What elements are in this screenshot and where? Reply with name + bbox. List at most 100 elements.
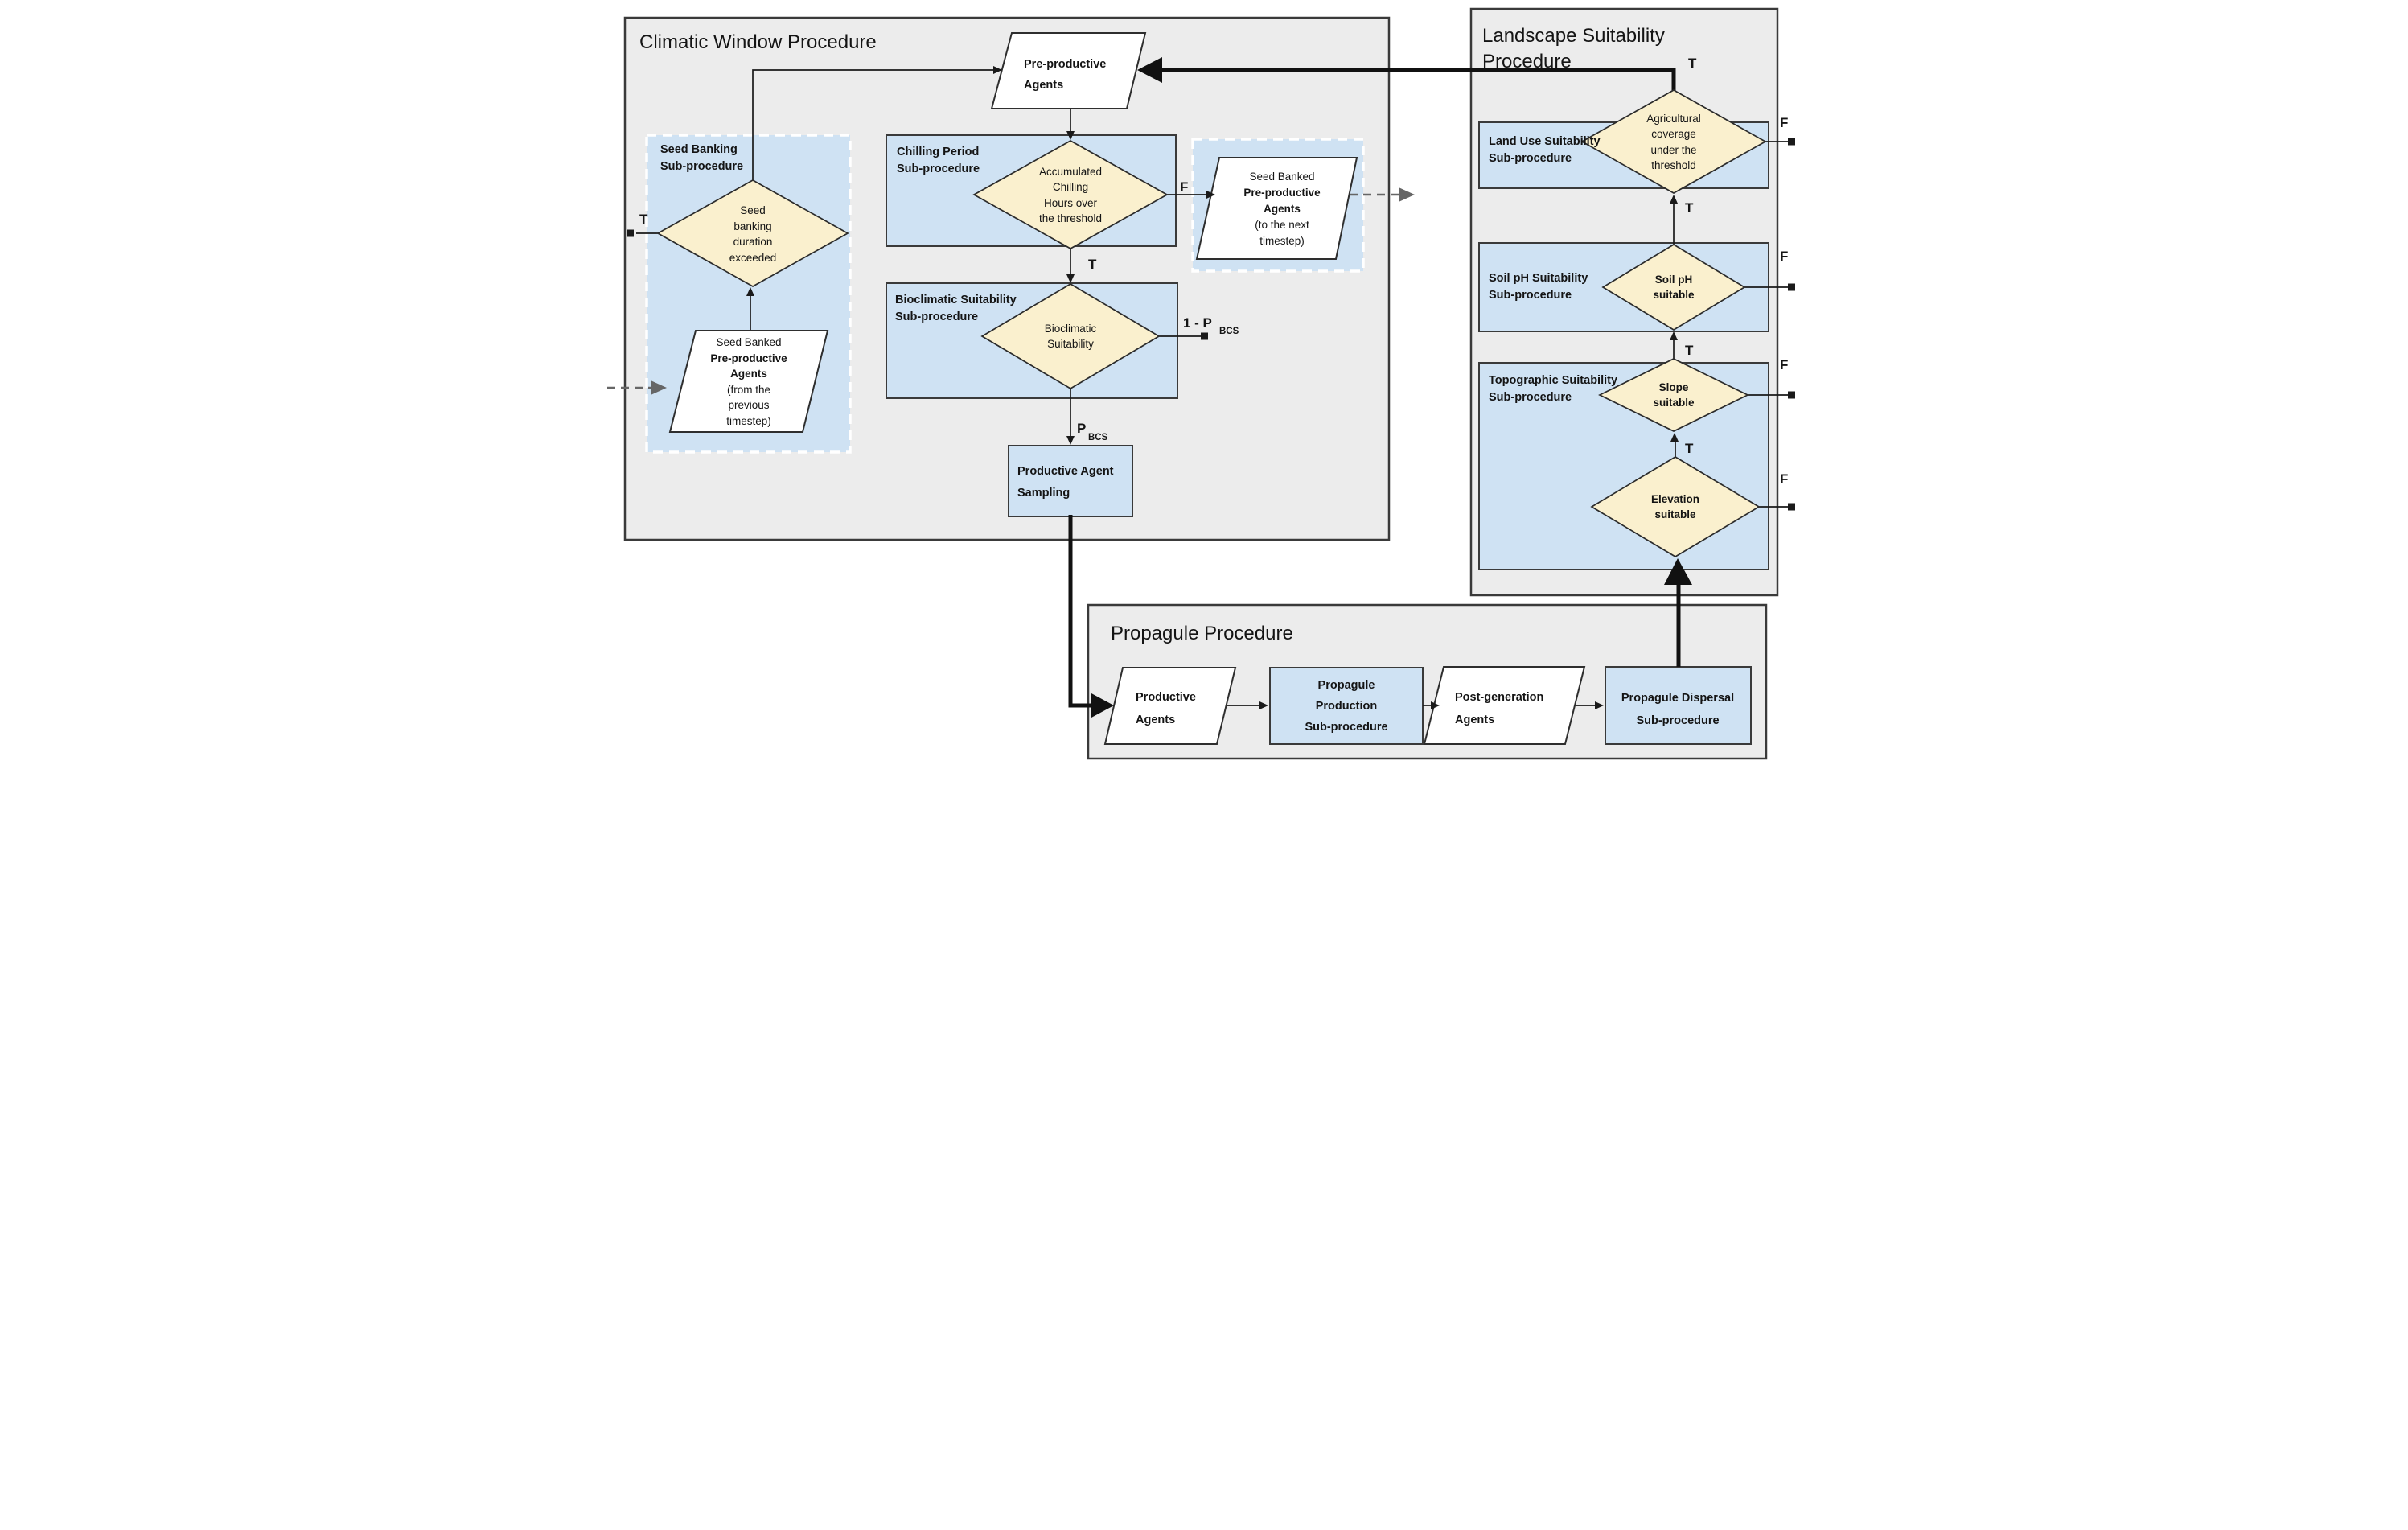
soil-false-terminator	[1787, 283, 1795, 291]
soil-true-label: T	[1685, 343, 1694, 358]
big-arrowhead-into-productive-agents	[1091, 693, 1114, 718]
elevation-false-terminator	[1787, 503, 1795, 511]
agricultural-true-label: T	[1685, 200, 1694, 216]
seed-duration-line1: Seed	[740, 204, 766, 216]
seed-banking-true-label: T	[639, 212, 648, 227]
arrowhead-into-seed-diamond	[746, 287, 754, 296]
arrowhead-into-chilling-diamond	[1066, 131, 1075, 140]
landscape-procedure-title-line2: Procedure	[1482, 51, 1572, 72]
landuse-true-label: T	[1688, 56, 1697, 71]
accumulated-chilling-diamond	[972, 140, 1169, 249]
post-generation-agents-parallelogram	[1423, 666, 1585, 745]
soil-ph-label-line1: Soil pH Suitability	[1489, 272, 1588, 285]
flowchart-canvas: Climatic Window Procedure Landscape Suit…	[606, 7, 1795, 760]
chilling-period-label-line2: Sub-procedure	[897, 162, 980, 175]
seed-duration-line2: banking	[733, 220, 771, 232]
arrowhead-into-sampling-box	[1066, 436, 1075, 445]
slope-diamond-line1: Slope	[1658, 381, 1688, 393]
slope-false-label: F	[1780, 357, 1788, 372]
slope-diamond	[1597, 358, 1749, 432]
seed-banked-next-line3: Agents	[1264, 203, 1301, 215]
productive-agent-sampling-box	[1007, 445, 1133, 517]
seed-banking-to-preproductive-line	[751, 69, 996, 180]
sampling-label-line1: Productive Agent	[1017, 465, 1114, 478]
sampling-to-propagule-thick-line	[1068, 515, 1093, 708]
production-label-line3: Sub-procedure	[1305, 721, 1387, 734]
seed-banked-next-line1: Seed Banked	[1249, 171, 1314, 183]
soil-ph-diamond-line1: Soil pH	[1654, 274, 1692, 286]
slope-false-terminator	[1787, 391, 1795, 399]
propagule-dispersal-subprocedure-box	[1604, 666, 1752, 745]
arrowhead-into-preproductive-left	[992, 66, 1002, 74]
bioclimatic-diamond-line1: Bioclimatic	[1044, 323, 1096, 335]
land-use-label-line1: Land Use Suitability	[1489, 135, 1601, 148]
one-minus-p-bcs-label: 1 - P	[1183, 315, 1212, 331]
seed-banked-next-line2: Pre-productive	[1243, 187, 1321, 199]
chilling-true-label: T	[1088, 257, 1097, 272]
topographic-label-line2: Sub-procedure	[1489, 391, 1572, 404]
seed-banking-label-line2: Sub-procedure	[660, 160, 743, 173]
landscape-procedure-title-line1: Landscape Suitability	[1482, 25, 1665, 47]
bioclimatic-false-terminator	[1200, 332, 1208, 340]
flowchart-page: Climatic Window Procedure Landscape Suit…	[602, 0, 1806, 765]
sampling-label-line2: Sampling	[1017, 487, 1070, 500]
seed-banked-prev-line5: previous	[728, 399, 769, 411]
accumulated-chilling-line2: Chilling	[1052, 181, 1087, 193]
big-arrowhead-into-preproductive-right	[1136, 57, 1162, 83]
productive-agents-line1: Productive	[1136, 691, 1196, 704]
preproductive-agents-parallelogram	[990, 32, 1146, 109]
seed-banking-duration-diamond	[655, 179, 849, 287]
chilling-period-label-line1: Chilling Period	[897, 146, 979, 158]
seed-banking-true-terminator	[626, 229, 634, 237]
big-arrowhead-into-elevation-diamond	[1663, 558, 1692, 585]
seed-banked-next-line4: (to the next	[1255, 219, 1309, 231]
slope-diamond-line2: suitable	[1653, 397, 1695, 409]
p-bcs-subscript: BCS	[1088, 433, 1108, 442]
elevation-diamond	[1589, 456, 1761, 557]
arrowhead-into-seed-banked-next	[1206, 191, 1215, 199]
arrowhead-into-slope-diamond	[1670, 433, 1679, 442]
bioclimatic-diamond-line2: Suitability	[1047, 338, 1094, 350]
climatic-procedure-title: Climatic Window Procedure	[639, 31, 877, 53]
arrowhead-into-soil-diamond	[1669, 331, 1678, 340]
elevation-true-label: T	[1685, 441, 1694, 456]
seed-duration-line3: duration	[733, 236, 772, 248]
land-use-label-line2: Sub-procedure	[1489, 152, 1572, 165]
seed-banked-prev-line3: Agents	[730, 368, 767, 380]
propagule-procedure-title: Propagule Procedure	[1111, 623, 1293, 644]
agricultural-line4: threshold	[1651, 159, 1696, 171]
arrowhead-into-agricultural-diamond	[1669, 195, 1678, 204]
productive-agents-line2: Agents	[1136, 714, 1175, 726]
post-generation-agents-line1: Post-generation	[1455, 691, 1543, 704]
arrowhead-into-bioclimatic-diamond	[1066, 274, 1075, 283]
seed-banked-prev-line4: (from the	[726, 384, 770, 396]
production-label-line1: Propagule	[1317, 679, 1375, 692]
accumulated-chilling-line1: Accumulated	[1038, 166, 1101, 178]
accumulated-chilling-line3: Hours over	[1043, 197, 1097, 209]
seed-banked-next-line5: timestep)	[1259, 235, 1305, 247]
dispersal-label-line2: Sub-procedure	[1636, 714, 1719, 727]
agricultural-false-label: F	[1780, 115, 1788, 130]
soil-false-label: F	[1780, 249, 1788, 264]
seed-banking-label-line1: Seed Banking	[660, 143, 738, 156]
agricultural-coverage-diamond	[1580, 89, 1767, 194]
elevation-diamond-line2: suitable	[1654, 508, 1696, 520]
productive-agents-parallelogram	[1103, 667, 1236, 745]
arrowhead-into-production-box	[1259, 701, 1268, 709]
soil-ph-diamond-line2: suitable	[1653, 289, 1695, 301]
seed-duration-line4: exceeded	[729, 252, 776, 264]
agricultural-false-terminator	[1787, 138, 1795, 146]
elevation-diamond-line1: Elevation	[1650, 493, 1699, 505]
soil-ph-diamond	[1601, 244, 1746, 331]
agricultural-line3: under the	[1650, 144, 1696, 156]
one-minus-p-bcs-subscript: BCS	[1219, 327, 1239, 336]
chilling-false-label: F	[1180, 179, 1188, 195]
soil-ph-label-line2: Sub-procedure	[1489, 289, 1572, 302]
arrowhead-into-dispersal-box	[1594, 701, 1604, 709]
agricultural-line2: coverage	[1651, 128, 1696, 140]
dispersal-label-line1: Propagule Dispersal	[1621, 692, 1733, 705]
preproductive-agents-line2: Agents	[1024, 79, 1063, 92]
agricultural-line1: Agricultural	[1646, 113, 1701, 125]
seed-banked-prev-line1: Seed Banked	[716, 336, 781, 348]
p-bcs-label: P	[1077, 421, 1086, 436]
